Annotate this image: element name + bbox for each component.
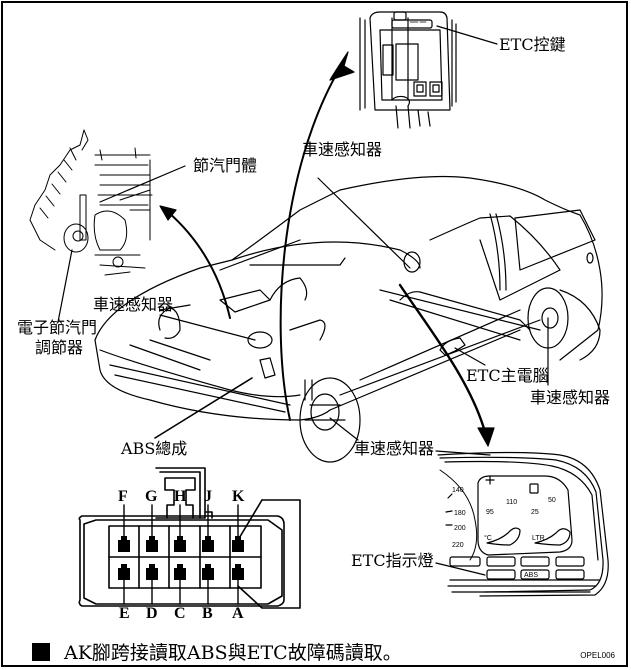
abs-unit-leader	[154, 377, 253, 439]
dashboard-numbers: 140 180 200 220 95 110 °C 25 50 LTR ABS	[452, 487, 556, 579]
pin-label-K: K	[232, 488, 245, 505]
throttle-regulator-leader	[57, 249, 73, 323]
car-illustration	[94, 175, 603, 463]
label-etc-indicator: ETC指示燈	[351, 551, 434, 570]
speed-sensor-front-right-underline	[435, 450, 491, 456]
pin-label-J: J	[204, 488, 212, 505]
temp-unit: °C	[484, 534, 492, 542]
fuel-tick-50: 50	[548, 497, 556, 504]
pin-label-B: B	[202, 605, 213, 622]
label-throttle-body: 節汽門體	[193, 156, 258, 175]
pin-label-H: H	[174, 488, 187, 505]
pin-socket-G	[146, 536, 158, 552]
etc-key-inset	[359, 11, 457, 129]
etc-key-leader	[436, 25, 498, 45]
pin-label-C: C	[174, 605, 186, 622]
etc-ecu-leader	[454, 347, 486, 366]
dashboard-inset	[437, 451, 609, 597]
pin-socket-E	[118, 564, 130, 580]
speedo-tick-140: 140	[452, 487, 464, 494]
pin-label-E: E	[119, 605, 130, 622]
arrow-to-engine	[167, 211, 231, 319]
label-speed-sensor-rear-right: 車速感知器	[530, 388, 611, 407]
pin-socket-J	[202, 536, 214, 552]
pin-socket-C	[174, 564, 186, 580]
figure-code: OPEL006	[580, 651, 615, 660]
pin-socket-K	[232, 536, 244, 552]
speed-sensor-front-left-leader	[159, 304, 191, 311]
abs-warning-light: ABS	[524, 572, 538, 579]
caption-text: AK腳跨接讀取ABS與ETC故障碼讀取。	[64, 642, 402, 664]
figure-caption: AK腳跨接讀取ABS與ETC故障碼讀取。	[32, 638, 402, 665]
label-abs-unit: ABS總成	[121, 439, 188, 458]
label-electronic-throttle-regulator-line1: 電子節汽門	[17, 318, 98, 337]
pin-sockets	[118, 536, 244, 580]
speed-sensor-rear-top-leader	[317, 177, 411, 269]
speedo-tick-180: 180	[454, 510, 466, 517]
temp-tick-110: 110	[506, 499, 517, 506]
diagnostic-connector	[78, 467, 301, 609]
speed-sensor-front-right-leader	[329, 417, 359, 441]
pin-label-G: G	[145, 488, 158, 505]
engine-inset	[29, 129, 153, 276]
fuel-tick-25: 25	[531, 509, 539, 516]
pin-socket-D	[146, 564, 158, 580]
pin-socket-H	[174, 536, 186, 552]
arrow-to-etc-key	[279, 67, 341, 421]
pin-socket-A	[232, 564, 244, 580]
pin-label-D: D	[146, 605, 158, 622]
label-etc-ecu: ETC主電腦	[466, 366, 549, 385]
temp-tick-95: 95	[486, 509, 494, 516]
arrow-to-dashboard	[398, 283, 487, 434]
caption-bullet-icon	[32, 642, 50, 661]
pin-socket-B	[202, 564, 214, 580]
label-electronic-throttle-regulator-line2: 調節器	[35, 338, 84, 357]
pin-label-A: A	[232, 605, 244, 622]
label-speed-sensor-rear-top: 車速感知器	[302, 140, 383, 159]
label-speed-sensor-front-left: 車速感知器	[93, 295, 174, 314]
label-etc-key: ETC控鍵	[499, 35, 566, 54]
label-speed-sensor-front-right: 車速感知器	[354, 439, 435, 458]
speedo-tick-220: 220	[452, 542, 464, 549]
fuel-unit: LTR	[532, 535, 545, 542]
pin-socket-F	[118, 536, 130, 552]
etc-indicator-leader	[435, 562, 486, 576]
pin-label-F: F	[118, 488, 128, 505]
speedo-tick-200: 200	[454, 525, 466, 532]
throttle-body-leader	[99, 165, 186, 203]
